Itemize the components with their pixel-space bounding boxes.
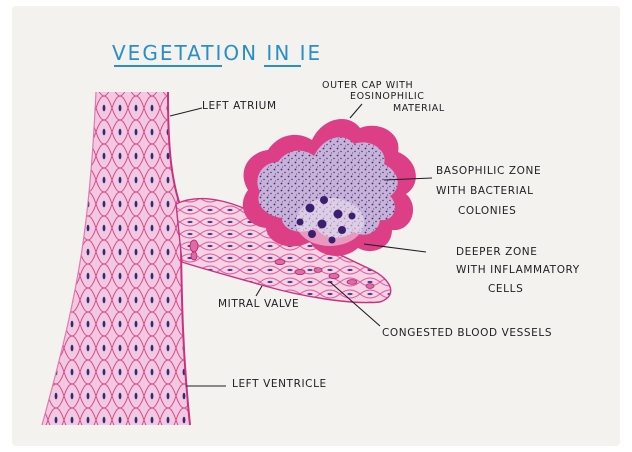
label-mitral-valve: MITRAL VALVE xyxy=(218,298,299,310)
vegetation xyxy=(243,119,416,256)
label-basophilic-2: WITH BACTERIAL xyxy=(436,185,534,197)
label-deeper-1: DEEPER ZONE xyxy=(456,246,538,258)
label-outer-cap-3: MATERIAL xyxy=(393,103,445,114)
label-basophilic-1: BASOPHILIC ZONE xyxy=(436,165,541,177)
label-outer-cap-1: OUTER CAP WITH xyxy=(322,80,413,91)
diagram-title: VEGETATION IN IE xyxy=(112,41,322,65)
label-outer-cap-2: EOSINOPHILIC xyxy=(350,91,425,102)
label-deeper-2: WITH INFLAMMATORY xyxy=(456,264,580,276)
cardiac-wall xyxy=(42,92,190,425)
label-basophilic-3: COLONIES xyxy=(458,205,516,217)
label-left-atrium: LEFT ATRIUM xyxy=(202,100,277,112)
label-left-ventricle: LEFT VENTRICLE xyxy=(232,378,327,390)
label-deeper-3: CELLS xyxy=(488,283,523,295)
label-congested-vessels: CONGESTED BLOOD VESSELS xyxy=(382,327,552,339)
